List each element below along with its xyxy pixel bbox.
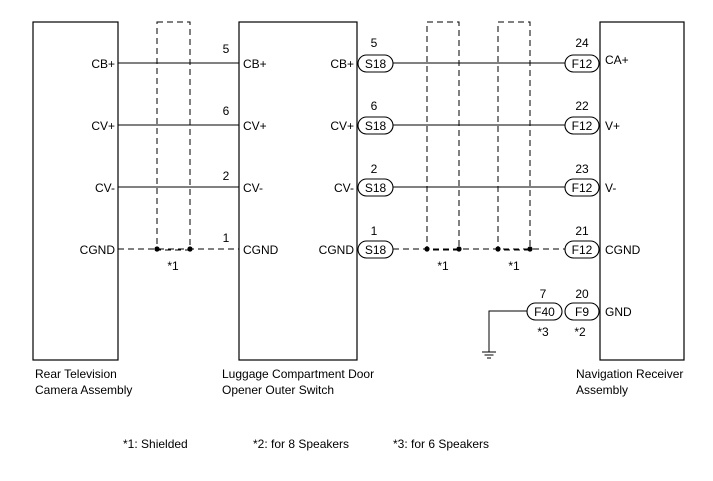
svg-text:S18: S18 xyxy=(365,181,387,195)
wire-pin-number: 1 xyxy=(223,231,230,245)
legend-6-speakers: *3: for 6 Speakers xyxy=(393,437,490,451)
connector-f12: F12 xyxy=(564,54,600,73)
receiver-pin-label: V+ xyxy=(605,119,620,133)
svg-text:F9: F9 xyxy=(575,305,589,319)
switch-caption-line1: Luggage Compartment Door xyxy=(222,367,375,381)
f12-pin-number: 22 xyxy=(575,99,589,113)
s18-pin-number: 6 xyxy=(371,99,378,113)
shield-right xyxy=(497,21,531,251)
camera-pin-label: CB+ xyxy=(91,57,115,71)
switch-pin-label: CGND xyxy=(319,243,355,257)
connector-s18: S18 xyxy=(357,178,394,197)
connector-s18: S18 xyxy=(357,240,394,259)
shield-ground-dot xyxy=(495,246,501,252)
receiver-caption: Navigation Receiver Assembly xyxy=(576,366,683,398)
shield-ground-dot xyxy=(527,246,533,252)
f9-note: *2 xyxy=(574,325,586,339)
switch-pin-label: CB+ xyxy=(243,57,267,71)
connector-f12: F12 xyxy=(564,116,600,135)
shield-ground-dot xyxy=(187,246,193,252)
f40-pin-number: 7 xyxy=(540,287,547,301)
f40-note: *3 xyxy=(537,325,549,339)
camera-caption-line1: Rear Television xyxy=(35,367,117,381)
receiver-caption-line1: Navigation Receiver xyxy=(576,367,684,381)
shield-ground-dot xyxy=(154,246,160,252)
switch-pin-label: CV+ xyxy=(243,119,267,133)
wire-pin-number: 6 xyxy=(223,104,230,118)
switch-caption: Luggage Compartment Door Opener Outer Sw… xyxy=(222,366,374,398)
svg-text:S18: S18 xyxy=(365,119,387,133)
f9-pin-number: 20 xyxy=(575,287,589,301)
svg-text:F12: F12 xyxy=(572,243,593,257)
switch-pin-label: CV+ xyxy=(330,119,354,133)
switch-pin-label: CV- xyxy=(243,181,263,195)
s18-pin-number: 5 xyxy=(371,36,378,50)
receiver-caption-line2: Assembly xyxy=(576,383,629,397)
connector-f12: F12 xyxy=(564,178,600,197)
f12-pin-number: 23 xyxy=(575,162,589,176)
camera-assembly-box xyxy=(32,21,119,361)
shield-mark: *1 xyxy=(508,259,520,273)
switch-box xyxy=(238,21,358,361)
receiver-pin-label: CA+ xyxy=(605,53,629,67)
switch-pin-label: CV- xyxy=(334,181,354,195)
shield-mark: *1 xyxy=(437,259,449,273)
receiver-box xyxy=(599,21,685,361)
legend-8-speakers: *2: for 8 Speakers xyxy=(253,437,350,451)
connector-f12: F12 xyxy=(564,240,600,259)
s18-pin-number: 1 xyxy=(371,224,378,238)
switch-caption-line2: Opener Outer Switch xyxy=(222,383,335,397)
wire-pin-number: 5 xyxy=(223,42,230,56)
camera-pin-label: CV- xyxy=(95,181,115,195)
shield-left xyxy=(156,21,191,251)
svg-text:F12: F12 xyxy=(572,181,593,195)
camera-caption-line2: Camera Assembly xyxy=(35,383,133,397)
connector-f40: F40 xyxy=(526,302,563,321)
wire-pin-number: 2 xyxy=(223,169,230,183)
connector-s18: S18 xyxy=(357,54,394,73)
svg-text:S18: S18 xyxy=(365,57,387,71)
camera-caption: Rear Television Camera Assembly xyxy=(35,366,132,398)
shield-ground-dot xyxy=(456,246,462,252)
svg-text:S18: S18 xyxy=(365,243,387,257)
camera-pin-label: CV+ xyxy=(91,119,115,133)
shield-mark: *1 xyxy=(167,259,179,273)
connector-s18: S18 xyxy=(357,116,394,135)
svg-text:F12: F12 xyxy=(572,119,593,133)
receiver-pin-label: GND xyxy=(605,305,632,319)
switch-pin-label: CB+ xyxy=(330,57,354,71)
svg-text:F40: F40 xyxy=(534,305,555,319)
shield-mid xyxy=(426,21,460,251)
legend-shielded: *1: Shielded xyxy=(123,437,188,451)
f12-pin-number: 24 xyxy=(575,36,589,50)
svg-text:F12: F12 xyxy=(572,57,593,71)
receiver-pin-label: CGND xyxy=(605,243,641,257)
f12-pin-number: 21 xyxy=(575,224,589,238)
receiver-pin-label: V- xyxy=(605,181,616,195)
connector-f9: F9 xyxy=(564,302,600,321)
ground-wire xyxy=(488,310,527,352)
shield-ground-dot xyxy=(424,246,430,252)
switch-pin-label: CGND xyxy=(243,243,279,257)
camera-pin-label: CGND xyxy=(80,243,116,257)
s18-pin-number: 2 xyxy=(371,162,378,176)
